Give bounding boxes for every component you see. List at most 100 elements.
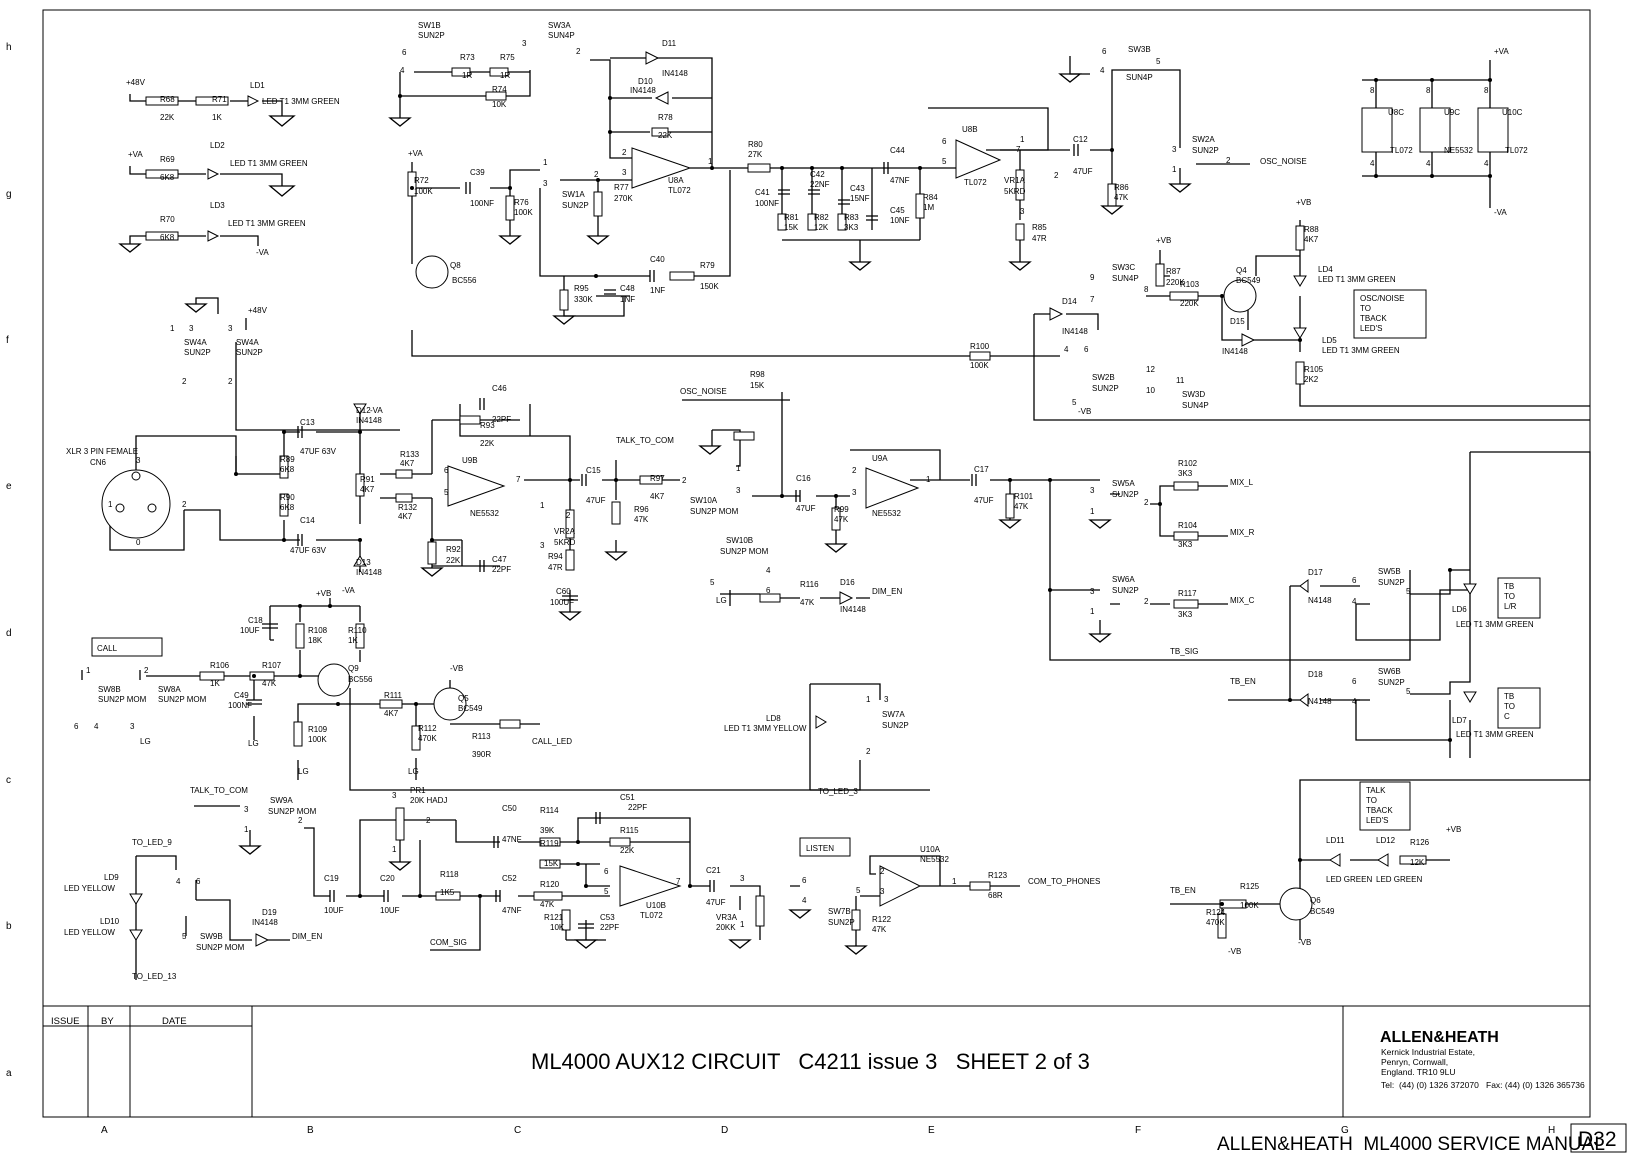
component-label: 100NF [755,199,779,208]
component-label: 4K7 [1304,235,1319,244]
component-label: C45 [890,206,905,215]
component-label: 6K8 [280,503,295,512]
component-label: R81 [784,213,799,222]
component-label: 390R [472,750,491,759]
component-label: 15K [750,381,765,390]
component-label: SW2A [1192,135,1215,144]
component-label: LD2 [210,141,225,150]
component-label: 15K [784,223,799,232]
component-label: 8 [1370,86,1375,95]
component-label: SUN2P MOM [720,547,769,556]
component-label: 6K8 [160,173,175,182]
component-label: VR1A [1004,176,1026,185]
component-label: 1 [86,666,91,675]
component-label: 3 [1020,207,1025,216]
component-label: 22PF [628,803,647,812]
component-label: U9B [462,456,478,465]
component-label: 7 [1016,145,1021,154]
component-label: 6 [1102,47,1107,56]
component-label: LED T1 3MM GREEN [228,219,306,228]
component-label: LED YELLOW [64,884,115,893]
component-label: R118 [440,870,459,879]
component-label: DIM_EN [292,932,322,941]
component-label: 2 [228,377,233,386]
column-label: F [1135,1125,1141,1136]
component-label: 1 [543,158,548,167]
component-label: IN4148 [1062,327,1088,336]
component-label: NE5532 [920,855,949,864]
component-label: LED T1 3MM GREEN [1456,730,1534,739]
component-label: 47NF [890,176,910,185]
by-column-header: BY [101,1016,114,1027]
component-label: SUN2P [1378,678,1405,687]
component-label: 5 [856,886,861,895]
component-label: C51 [620,793,635,802]
page-number-box [1570,1123,1627,1153]
component-label: R69 [160,155,175,164]
component-label: 4 [1426,159,1431,168]
component-label: R88 [1304,225,1319,234]
component-label: C53 [600,913,615,922]
component-label: 6 [74,722,79,731]
component-label: 2 [880,867,885,876]
component-label: SW1A [562,190,585,199]
component-label: 6K8 [280,465,295,474]
component-label: 4 [176,877,181,886]
component-label: SUN2P [882,721,909,730]
component-label: 100K [308,735,327,744]
component-label: 4 [1484,159,1489,168]
component-label: 47UF [586,496,606,505]
resistors [145,67,1427,939]
component-label: 6 [802,876,807,885]
component-label: SUN2P MOM [268,807,317,816]
component-label: 12K [1410,858,1425,867]
component-label: C49 [234,691,249,700]
component-label: 1NF [620,295,635,304]
row-label: b [6,921,12,932]
component-label: N4148 [1308,596,1332,605]
column-label: B [307,1125,314,1136]
component-label: 3K3 [1178,469,1193,478]
component-label: 22K [658,131,673,140]
talk-box-label: TO [1366,796,1377,805]
component-label: -VA [370,406,383,415]
component-label: TO_LED_3 [818,787,858,796]
component-label: LD11 [1326,836,1345,845]
component-label: R98 [750,370,765,379]
component-label: R123 [988,871,1008,880]
annotation-boxes: CALL LISTEN OSC/NOISE TO TBACK LED'S TB … [91,289,1541,857]
component-label: 2 [426,816,431,825]
component-label: DIM_EN [872,587,902,596]
component-label: R125 [1240,882,1260,891]
component-label: 3 [392,791,397,800]
company-address-line: Kernick Industrial Estate, [1381,1047,1475,1057]
component-label: 8 [1484,86,1489,95]
component-label: TB_EN [1230,677,1256,686]
component-label: SW9A [270,796,293,805]
talk-box-label: TBACK [1366,806,1393,815]
component-label: 3 [540,541,545,550]
component-label: 12K [814,223,829,232]
component-label: 3 [136,456,141,465]
component-label: 15K [544,859,559,868]
component-label: 47UF 63V [290,546,327,555]
component-label: 18K [308,636,323,645]
component-label: R87 [1166,267,1181,276]
component-label: -VA [342,586,355,595]
component-label: R124 [1206,908,1226,917]
component-label: LED T1 3MM GREEN [1318,275,1396,284]
row-label: g [6,189,12,200]
component-label: R93 [480,421,495,430]
component-label: R107 [262,661,282,670]
component-label: 47K [872,925,887,934]
component-label: LD3 [210,201,225,210]
component-label: 1K [212,113,222,122]
company-logo: ALLEN&HEATH [1380,1029,1499,1046]
company-address-line: Penryn, Cornwall, [1381,1057,1448,1067]
component-label: 3 [880,887,885,896]
component-label: 6 [766,586,771,595]
component-label: 3 [189,324,194,333]
component-label: SW6A [1112,575,1135,584]
component-label: 1 [736,464,741,473]
component-label: U8B [962,125,978,134]
